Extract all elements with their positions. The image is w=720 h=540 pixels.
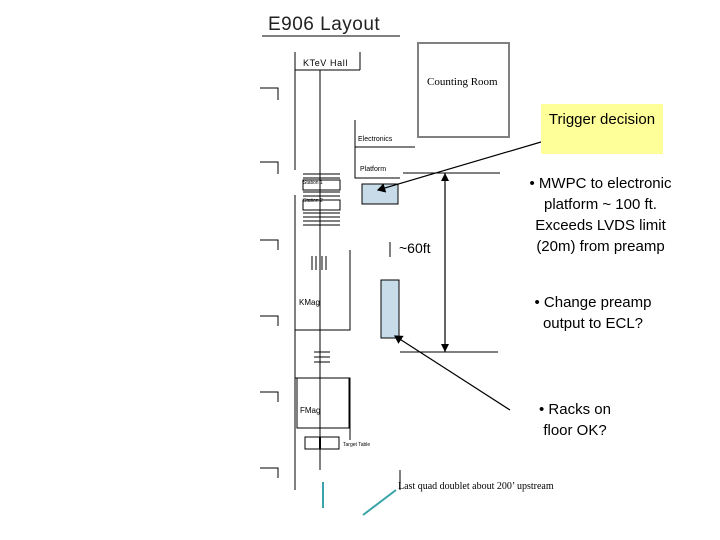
- bullet-preamp: • Change preamp output to ECL?: [534, 294, 652, 332]
- fmag-label: FMag: [300, 406, 321, 415]
- platform-label: Platform: [360, 166, 387, 173]
- target-table-label: Target Table: [343, 442, 371, 448]
- counting-room-box: [417, 42, 510, 138]
- bullet-mwpc: • MWPC to electronic platform ~ 100 ft. …: [529, 175, 672, 255]
- wall-markers: [260, 87, 279, 478]
- floor-rack: [380, 279, 400, 339]
- hall-right-wall: [354, 120, 400, 179]
- distance-label: ~60ft: [399, 240, 431, 256]
- station-1-label: Station 1: [303, 180, 323, 186]
- electronics-label: Electronics: [358, 136, 393, 143]
- page-title: E906 Layout: [268, 14, 381, 35]
- station-2: [302, 195, 341, 226]
- quad-pointer: [362, 489, 397, 516]
- trigger-decision-label: Trigger decision: [548, 111, 656, 128]
- target-table-box: [304, 436, 340, 450]
- trigger-decision-box: Trigger decision: [541, 104, 663, 154]
- bullet-racks: • Racks on floor OK?: [539, 401, 611, 439]
- dimension-arrow-bottom: [441, 344, 449, 352]
- fmag-box: [296, 377, 350, 429]
- trigger-pointer: [376, 141, 542, 193]
- hall-label: KTeV Hall: [303, 58, 348, 68]
- racks-pointer: [393, 335, 511, 411]
- counting-room-label: Counting Room: [427, 76, 498, 88]
- upstream-note: Last quad doublet about 200’ upstream: [398, 481, 554, 492]
- station-3: [311, 256, 327, 270]
- station-2-label: Station 2: [303, 198, 323, 204]
- dimension-arrow-top: [441, 173, 449, 181]
- middle-wall: [295, 250, 351, 331]
- station-4: [314, 351, 330, 363]
- station-1: [302, 173, 341, 193]
- electronics-platform: [361, 183, 399, 205]
- kmag-label: KMag: [299, 298, 320, 307]
